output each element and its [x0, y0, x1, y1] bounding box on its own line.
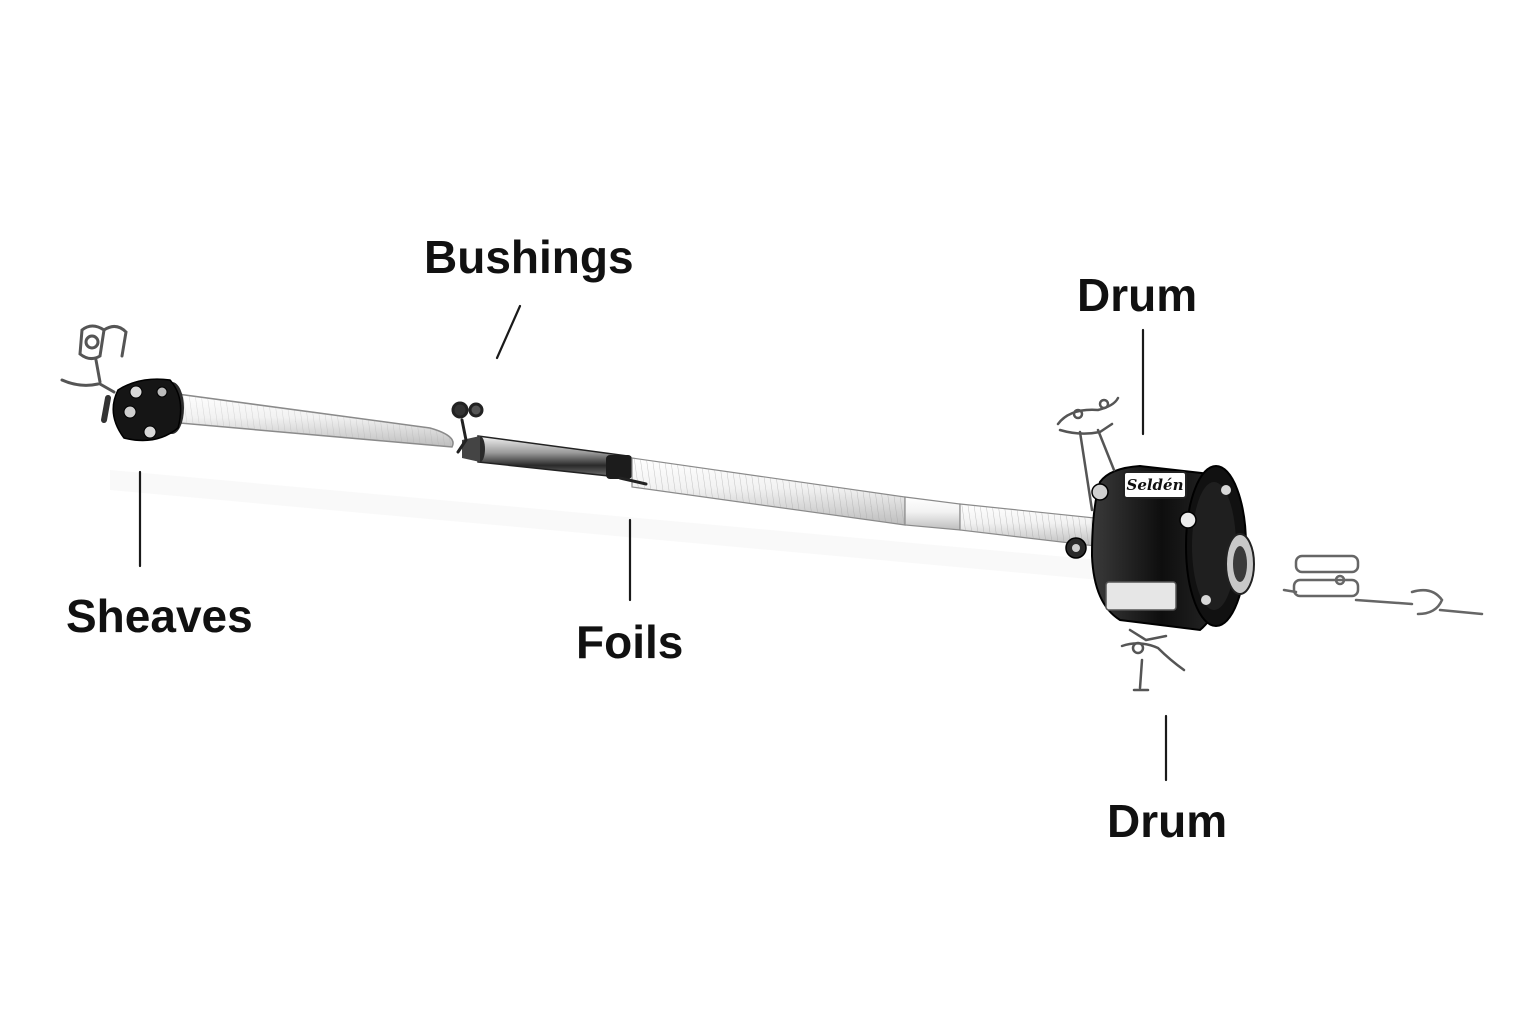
bushing-clip — [451, 401, 648, 486]
bushing-tube — [462, 435, 632, 479]
drum-bottom-bracket — [1120, 628, 1186, 692]
drum-unit — [1065, 464, 1255, 632]
sheave-head — [101, 378, 184, 442]
leader-lines — [138, 304, 1168, 782]
foil-section-left — [167, 392, 454, 448]
label-drum-top: Drum — [1077, 269, 1198, 321]
leader-bushings — [495, 304, 522, 360]
label-drum-bottom: Drum — [1107, 795, 1228, 847]
foil-joiner — [904, 496, 961, 531]
brand-logo: Seldén — [1126, 476, 1183, 494]
tack-shackle — [1282, 554, 1484, 616]
drum-top-bracket — [1056, 396, 1120, 512]
ground-shadow — [110, 470, 1100, 580]
label-bushings: Bushings — [424, 231, 634, 283]
label-sheaves: Sheaves — [66, 590, 253, 642]
svg-text:Seldén: Seldén — [1126, 476, 1183, 494]
foil-section-middle — [631, 457, 906, 526]
label-foils: Foils — [576, 616, 684, 668]
swivel-shackle — [60, 324, 128, 394]
